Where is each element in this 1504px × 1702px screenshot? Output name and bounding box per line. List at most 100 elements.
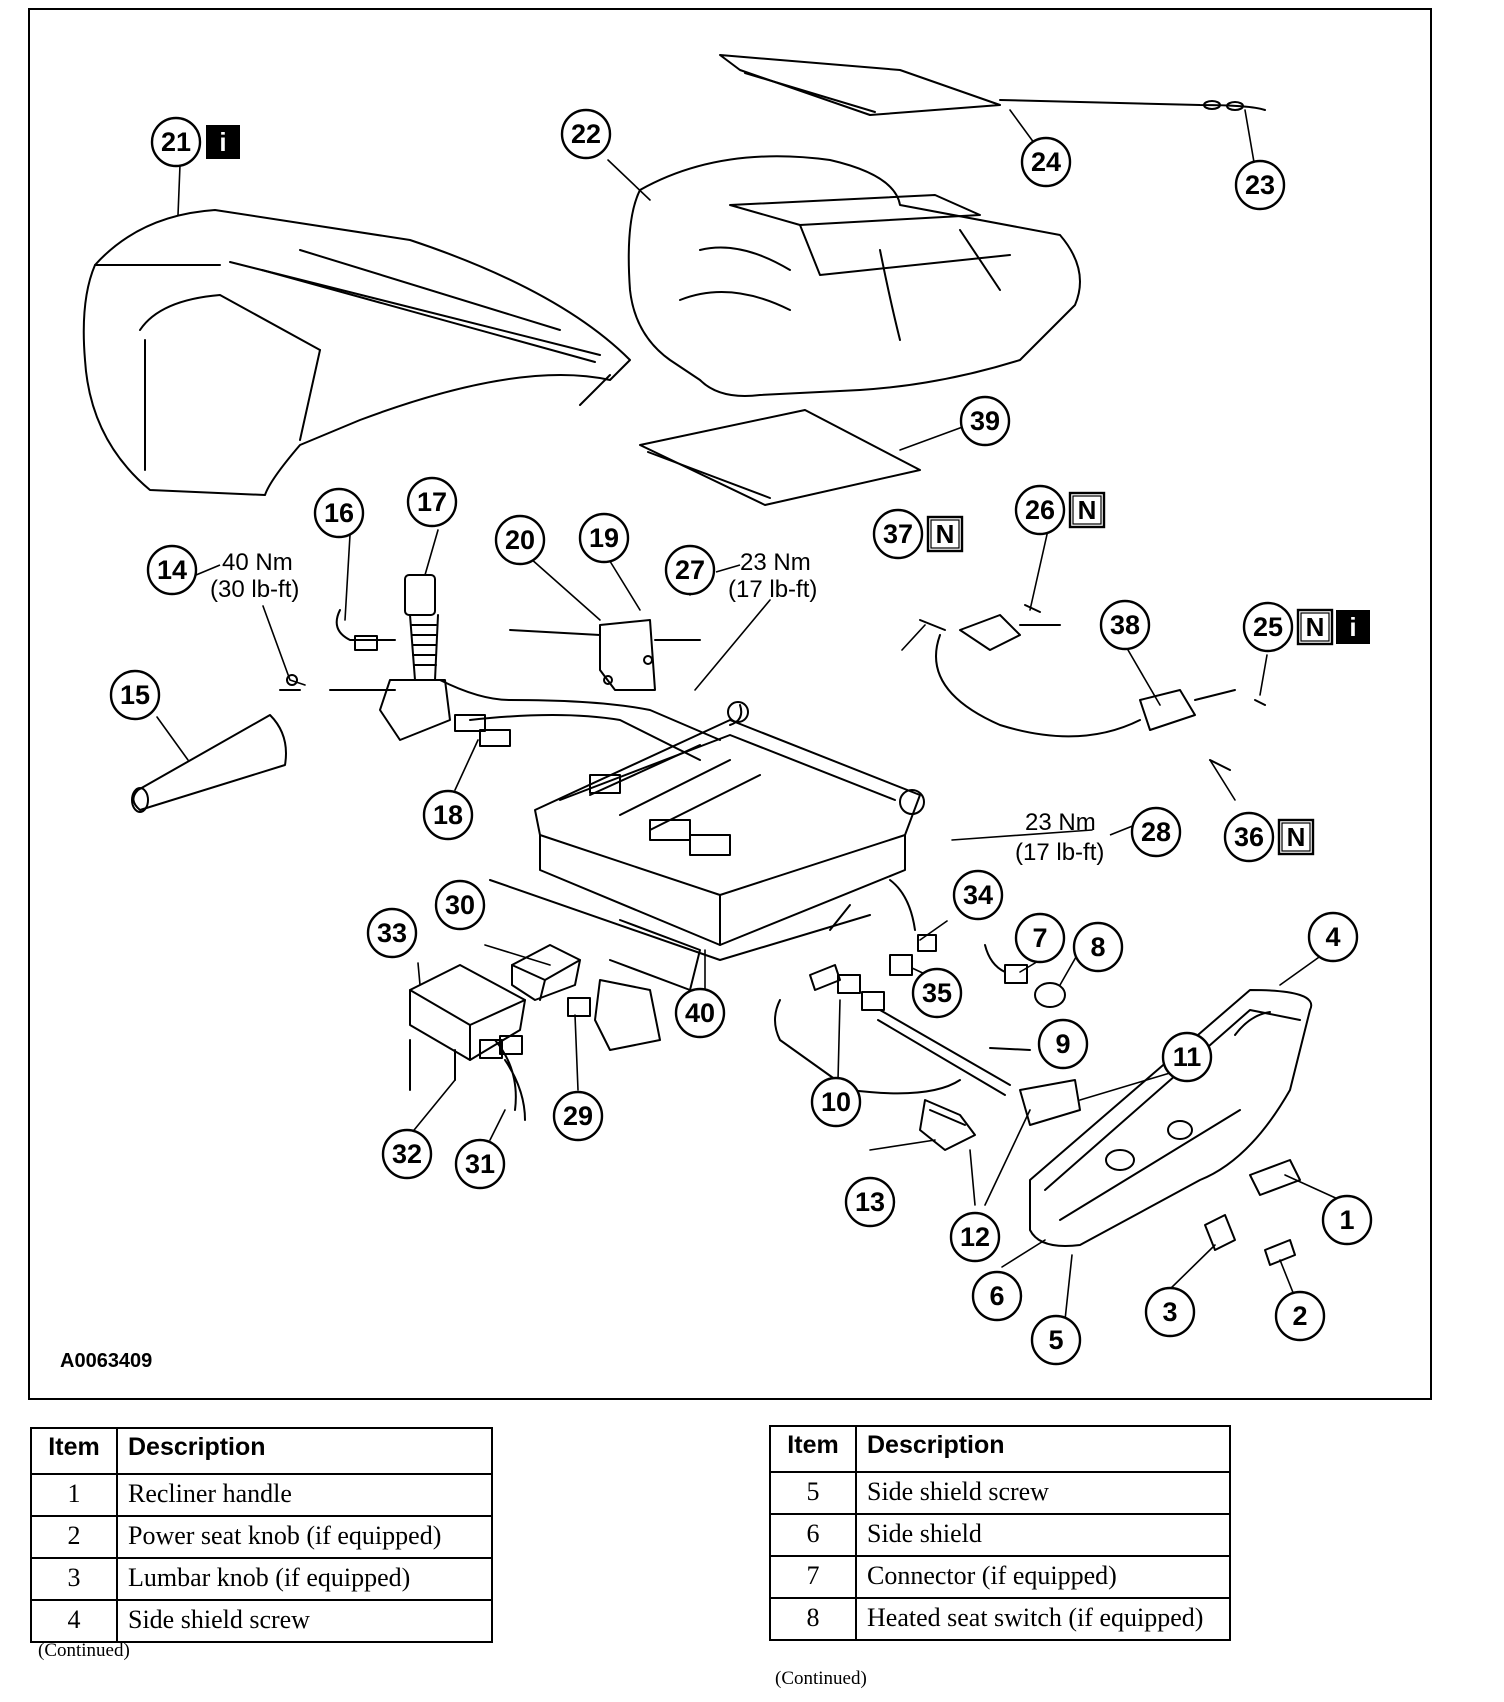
callout-19: 19	[578, 512, 630, 564]
callout-circle	[971, 1270, 1023, 1322]
continued-note-left: (Continued)	[38, 1640, 130, 1661]
item-number: 3	[30, 1557, 118, 1601]
callout-circle	[578, 512, 630, 564]
clip-35	[889, 954, 913, 976]
table-row: 6 Side shield	[769, 1513, 1231, 1557]
callout-number: 16	[324, 498, 354, 528]
callout-14: 14	[146, 544, 198, 596]
connector-29	[567, 997, 591, 1017]
callout-7: 7	[1014, 912, 1066, 964]
svg-text:N: N	[1078, 495, 1097, 525]
callout-24: 24	[1020, 136, 1072, 188]
callout-number: 36	[1234, 822, 1264, 852]
callout-34: 34	[952, 869, 1004, 921]
callout-5: 5	[1030, 1314, 1082, 1366]
callout-16: 16	[313, 487, 365, 539]
callout-2: 2	[1274, 1290, 1326, 1342]
callout-circle	[911, 967, 963, 1019]
heated-seat-element-top	[719, 54, 1001, 116]
switch-8	[1034, 982, 1066, 1008]
callout-27: 27	[664, 544, 716, 596]
callout-circle	[560, 108, 612, 160]
table-row: 2 Power seat knob (if equipped)	[30, 1515, 493, 1559]
callout-circle	[1130, 806, 1182, 858]
torque-28-nm: 23 Nm	[1025, 809, 1096, 836]
callout-32: 32	[381, 1128, 433, 1180]
callout-circle	[1020, 136, 1072, 188]
callout-number: 20	[505, 525, 535, 555]
callout-number: 27	[675, 555, 705, 585]
callout-number: 15	[120, 680, 150, 710]
parts-table-right: Item Description 5 Side shield screw 6 S…	[769, 1425, 1231, 1641]
recliner-handle	[1249, 1159, 1301, 1196]
callout-circle	[674, 987, 726, 1039]
callout-circle	[313, 487, 365, 539]
callout-number: 28	[1141, 817, 1171, 847]
item-number: 2	[30, 1515, 118, 1559]
table-row: 5 Side shield screw	[769, 1471, 1231, 1515]
seat-belt-buckle	[329, 574, 511, 747]
callout-number: 21	[161, 127, 191, 157]
info-badge-icon: i	[206, 125, 240, 159]
module-33	[409, 964, 526, 1061]
callout-28: 28	[1130, 806, 1182, 858]
column-header-item: Item	[30, 1427, 118, 1475]
callout-number: 11	[1173, 1042, 1202, 1072]
column-header-item: Item	[769, 1425, 857, 1473]
continued-note-right: (Continued)	[775, 1668, 867, 1689]
callout-circle	[959, 395, 1011, 447]
column-header-description: Description	[116, 1427, 493, 1475]
item-description: Heated seat switch (if equipped)	[855, 1597, 1231, 1641]
callout-29: 29	[552, 1090, 604, 1142]
callout-circle	[949, 1211, 1001, 1263]
callout-17: 17	[406, 476, 458, 528]
callout-21: 21	[150, 116, 202, 168]
callout-4: 4	[1307, 911, 1359, 963]
callout-number: 9	[1055, 1029, 1070, 1059]
leader-lines	[156, 109, 1341, 1321]
seat-track-frame	[489, 701, 925, 1051]
callout-22: 22	[560, 108, 612, 160]
callout-number: 7	[1032, 923, 1047, 953]
torque-27-nm: 23 Nm	[740, 549, 811, 576]
callout-number: 6	[989, 1281, 1004, 1311]
recliner-handle-cover	[131, 714, 287, 813]
torque-specs: 40 Nm (30 lb-ft) 23 Nm (17 lb-ft) 23 Nm …	[195, 549, 1136, 866]
callout-number: 37	[883, 519, 913, 549]
callout-15: 15	[109, 669, 161, 721]
callout-circle	[1072, 921, 1124, 973]
module-30	[511, 944, 581, 1001]
item-number: 8	[769, 1597, 857, 1641]
screws-32	[409, 1039, 456, 1091]
callout-8: 8	[1072, 921, 1124, 973]
callout-number: 22	[571, 119, 601, 149]
callout-40: 40	[674, 987, 726, 1039]
callout-number: 8	[1090, 932, 1105, 962]
torque-14-lbft: (30 lb-ft)	[210, 576, 299, 603]
bracket-20	[509, 619, 701, 691]
callout-number: 32	[392, 1139, 422, 1169]
callout-1: 1	[1321, 1194, 1373, 1246]
callout-circle	[1223, 811, 1275, 863]
callout-number: 35	[922, 978, 952, 1008]
callout-circle	[1274, 1290, 1326, 1342]
callout-number: 18	[433, 800, 463, 830]
callout-18: 18	[422, 789, 474, 841]
callout-12: 12	[949, 1211, 1001, 1263]
wire-34	[889, 879, 916, 931]
callout-25: 25	[1242, 601, 1294, 653]
item-number: 6	[769, 1513, 857, 1557]
callout-circle	[494, 514, 546, 566]
table-row: 1 Recliner handle	[30, 1473, 493, 1517]
callout-circle	[454, 1138, 506, 1190]
svg-text:N: N	[1306, 612, 1325, 642]
callout-circle	[406, 476, 458, 528]
callout-circle	[664, 544, 716, 596]
callout-number: 5	[1048, 1325, 1063, 1355]
callout-number: 29	[563, 1101, 593, 1131]
new-part-badge-icon: N	[1296, 608, 1334, 646]
callout-circle	[1030, 1314, 1082, 1366]
lumbar-knob	[1204, 1214, 1236, 1251]
callout-number: 25	[1253, 612, 1283, 642]
callout-39: 39	[959, 395, 1011, 447]
